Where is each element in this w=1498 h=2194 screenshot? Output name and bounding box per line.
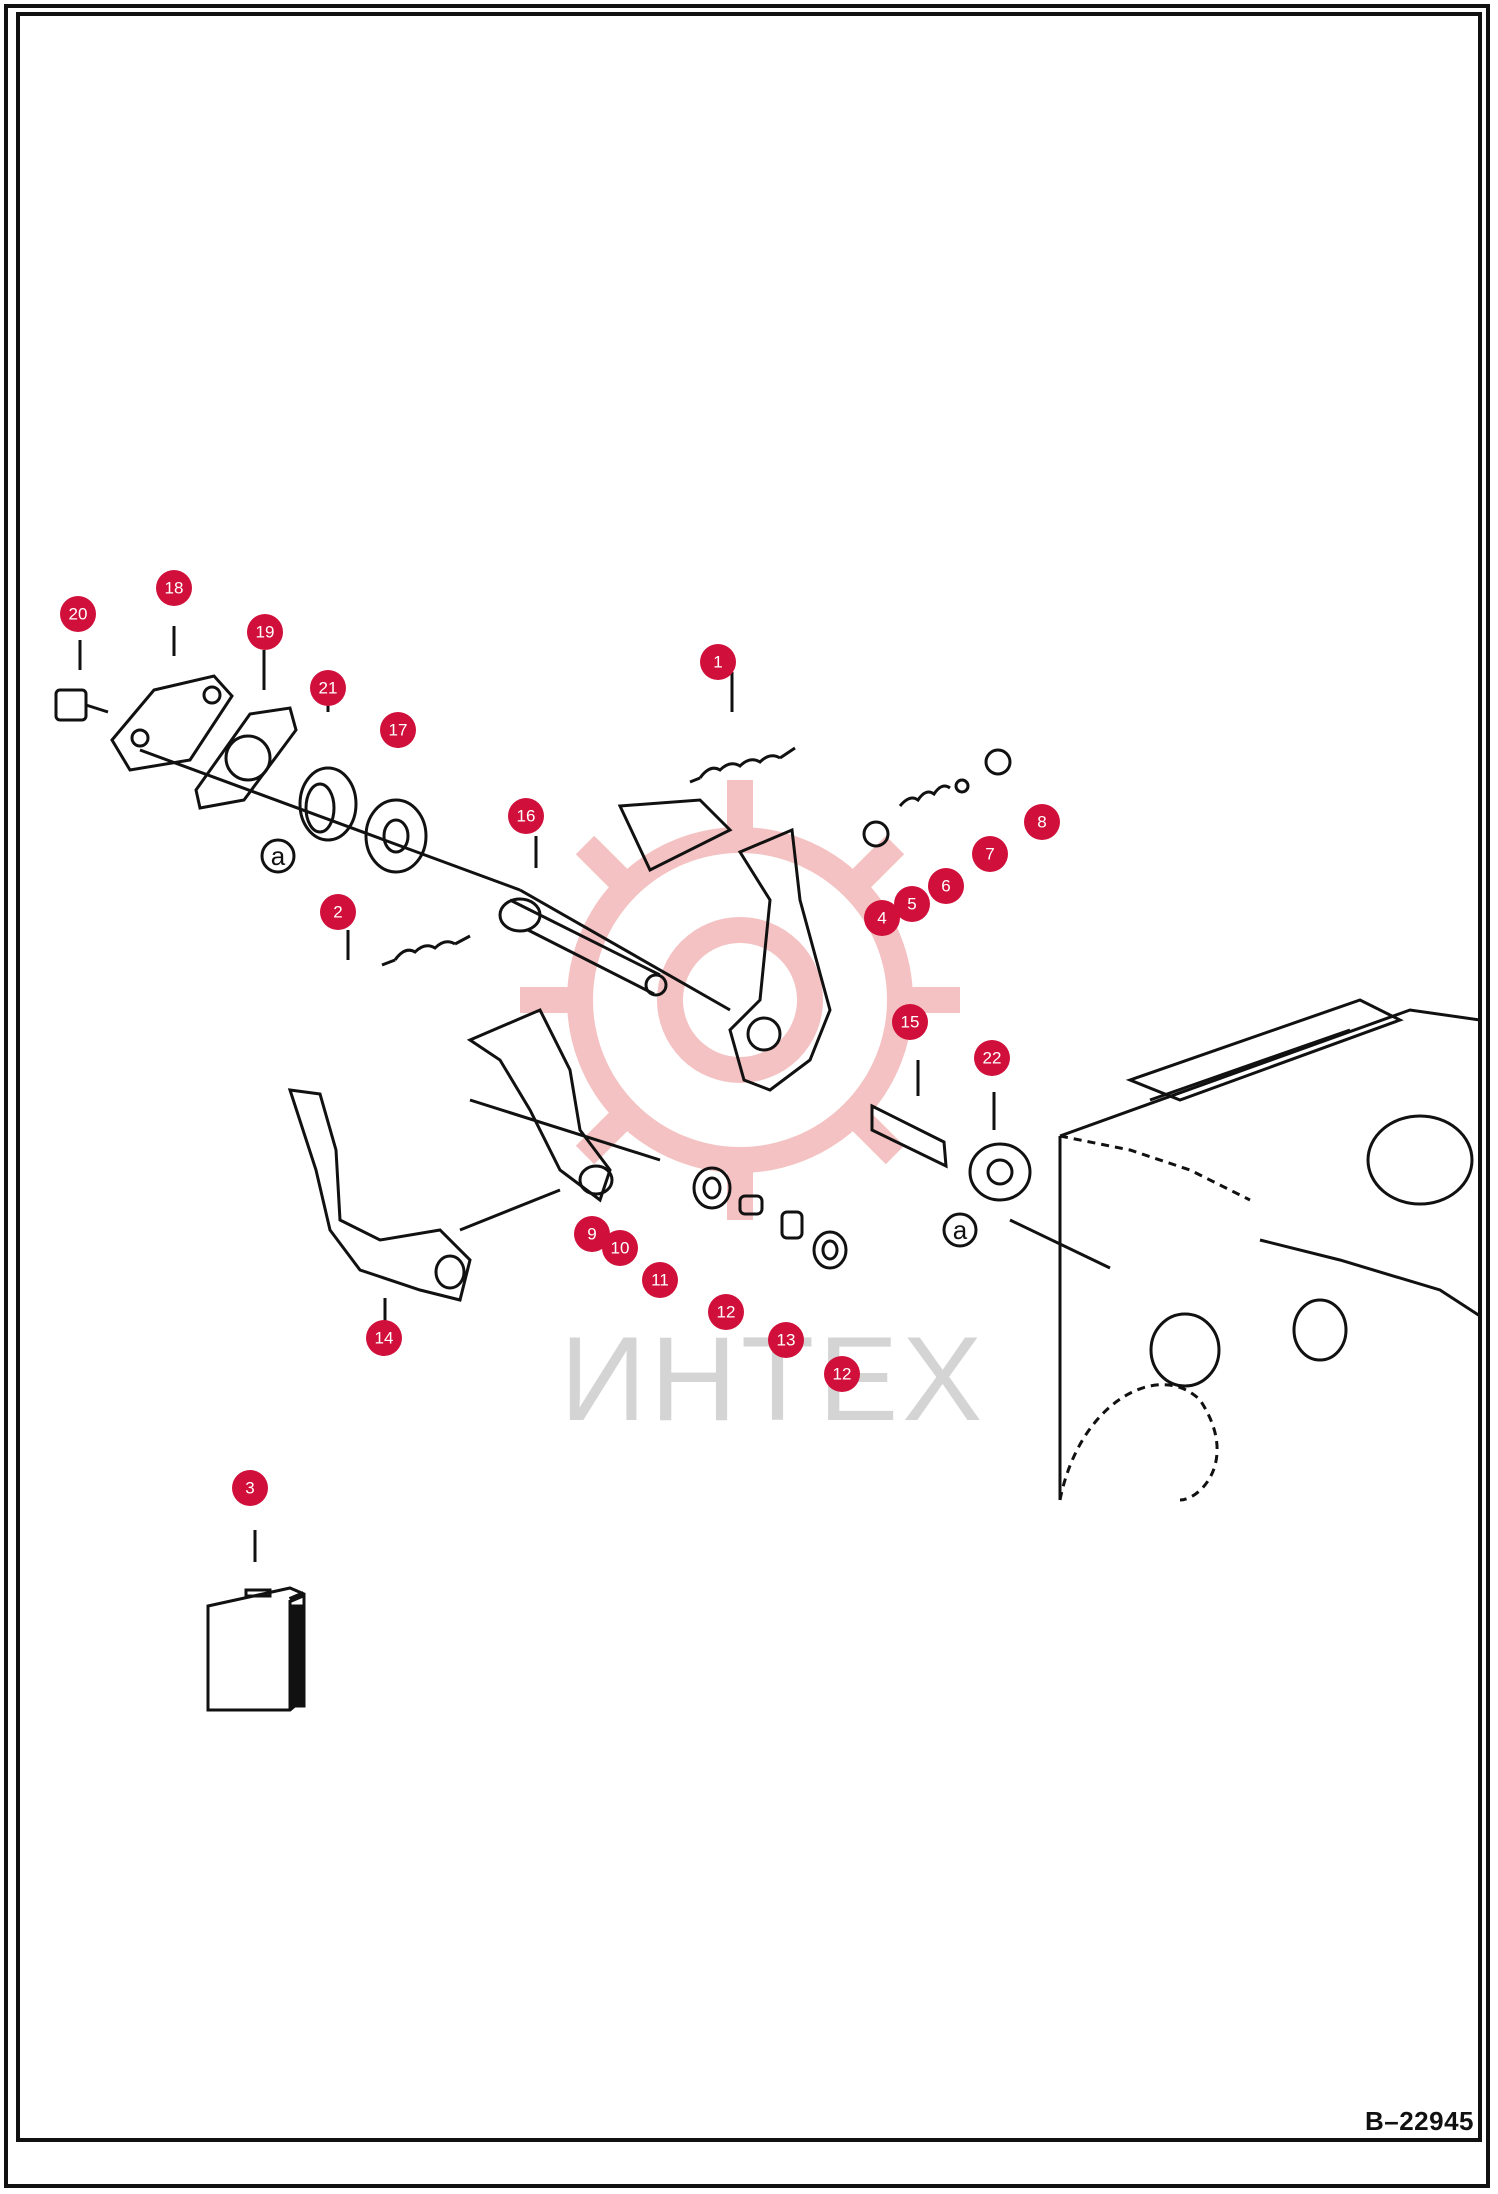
linework (54, 626, 1482, 1712)
svg-text:13: 13 (777, 1331, 796, 1350)
drawing-number: B–22945 (1364, 2106, 1474, 2136)
svg-text:3: 3 (245, 1479, 254, 1498)
svg-text:22: 22 (983, 1049, 1002, 1068)
callout-9[interactable]: 9 (574, 1216, 610, 1252)
callout-14[interactable]: 14 (366, 1320, 402, 1356)
callout-12-upper[interactable]: 12 (708, 1294, 744, 1330)
callout-1[interactable]: 1 (700, 644, 736, 680)
svg-text:15: 15 (901, 1013, 920, 1032)
outer-border (4, 4, 1490, 2188)
reference-mark-a-right: a (942, 1212, 978, 1248)
callout-22[interactable]: 22 (974, 1040, 1010, 1076)
svg-text:10: 10 (611, 1239, 630, 1258)
callout-3[interactable]: 3 (232, 1470, 268, 1506)
svg-text:4: 4 (877, 909, 886, 928)
svg-text:12: 12 (833, 1365, 852, 1384)
callout-4[interactable]: 4 (864, 900, 900, 936)
svg-text:19: 19 (256, 623, 275, 642)
callout-16[interactable]: 16 (508, 798, 544, 834)
svg-text:12: 12 (717, 1303, 736, 1322)
callout-5[interactable]: 5 (894, 886, 930, 922)
svg-text:14: 14 (375, 1329, 394, 1348)
callout-12-lower[interactable]: 12 (824, 1356, 860, 1392)
svg-text:2: 2 (333, 903, 342, 922)
callout-11[interactable]: 11 (642, 1262, 678, 1298)
svg-text:5: 5 (907, 895, 916, 914)
svg-text:9: 9 (587, 1225, 596, 1244)
callout-21[interactable]: 21 (310, 670, 346, 706)
callout-18[interactable]: 18 (156, 570, 192, 606)
svg-text:a: a (953, 1215, 968, 1245)
callout-10[interactable]: 10 (602, 1230, 638, 1266)
callout-19[interactable]: 19 (247, 614, 283, 650)
callout-15[interactable]: 15 (892, 1004, 928, 1040)
svg-text:21: 21 (319, 679, 338, 698)
svg-text:1: 1 (713, 653, 722, 672)
svg-text:8: 8 (1037, 813, 1046, 832)
callout-20[interactable]: 20 (60, 596, 96, 632)
svg-text:17: 17 (389, 721, 408, 740)
svg-text:a: a (271, 841, 286, 871)
reference-mark-a-left: a (260, 838, 296, 874)
callout-7[interactable]: 7 (972, 836, 1008, 872)
callout-17[interactable]: 17 (380, 712, 416, 748)
callout-13[interactable]: 13 (768, 1322, 804, 1358)
svg-text:6: 6 (941, 877, 950, 896)
watermark-gear-logo (520, 780, 960, 1220)
callout-6[interactable]: 6 (928, 868, 964, 904)
svg-text:20: 20 (69, 605, 88, 624)
callout-2[interactable]: 2 (320, 894, 356, 930)
svg-text:7: 7 (985, 845, 994, 864)
svg-text:18: 18 (165, 579, 184, 598)
svg-text:11: 11 (651, 1271, 669, 1290)
svg-text:16: 16 (517, 807, 536, 826)
callout-8[interactable]: 8 (1024, 804, 1060, 840)
